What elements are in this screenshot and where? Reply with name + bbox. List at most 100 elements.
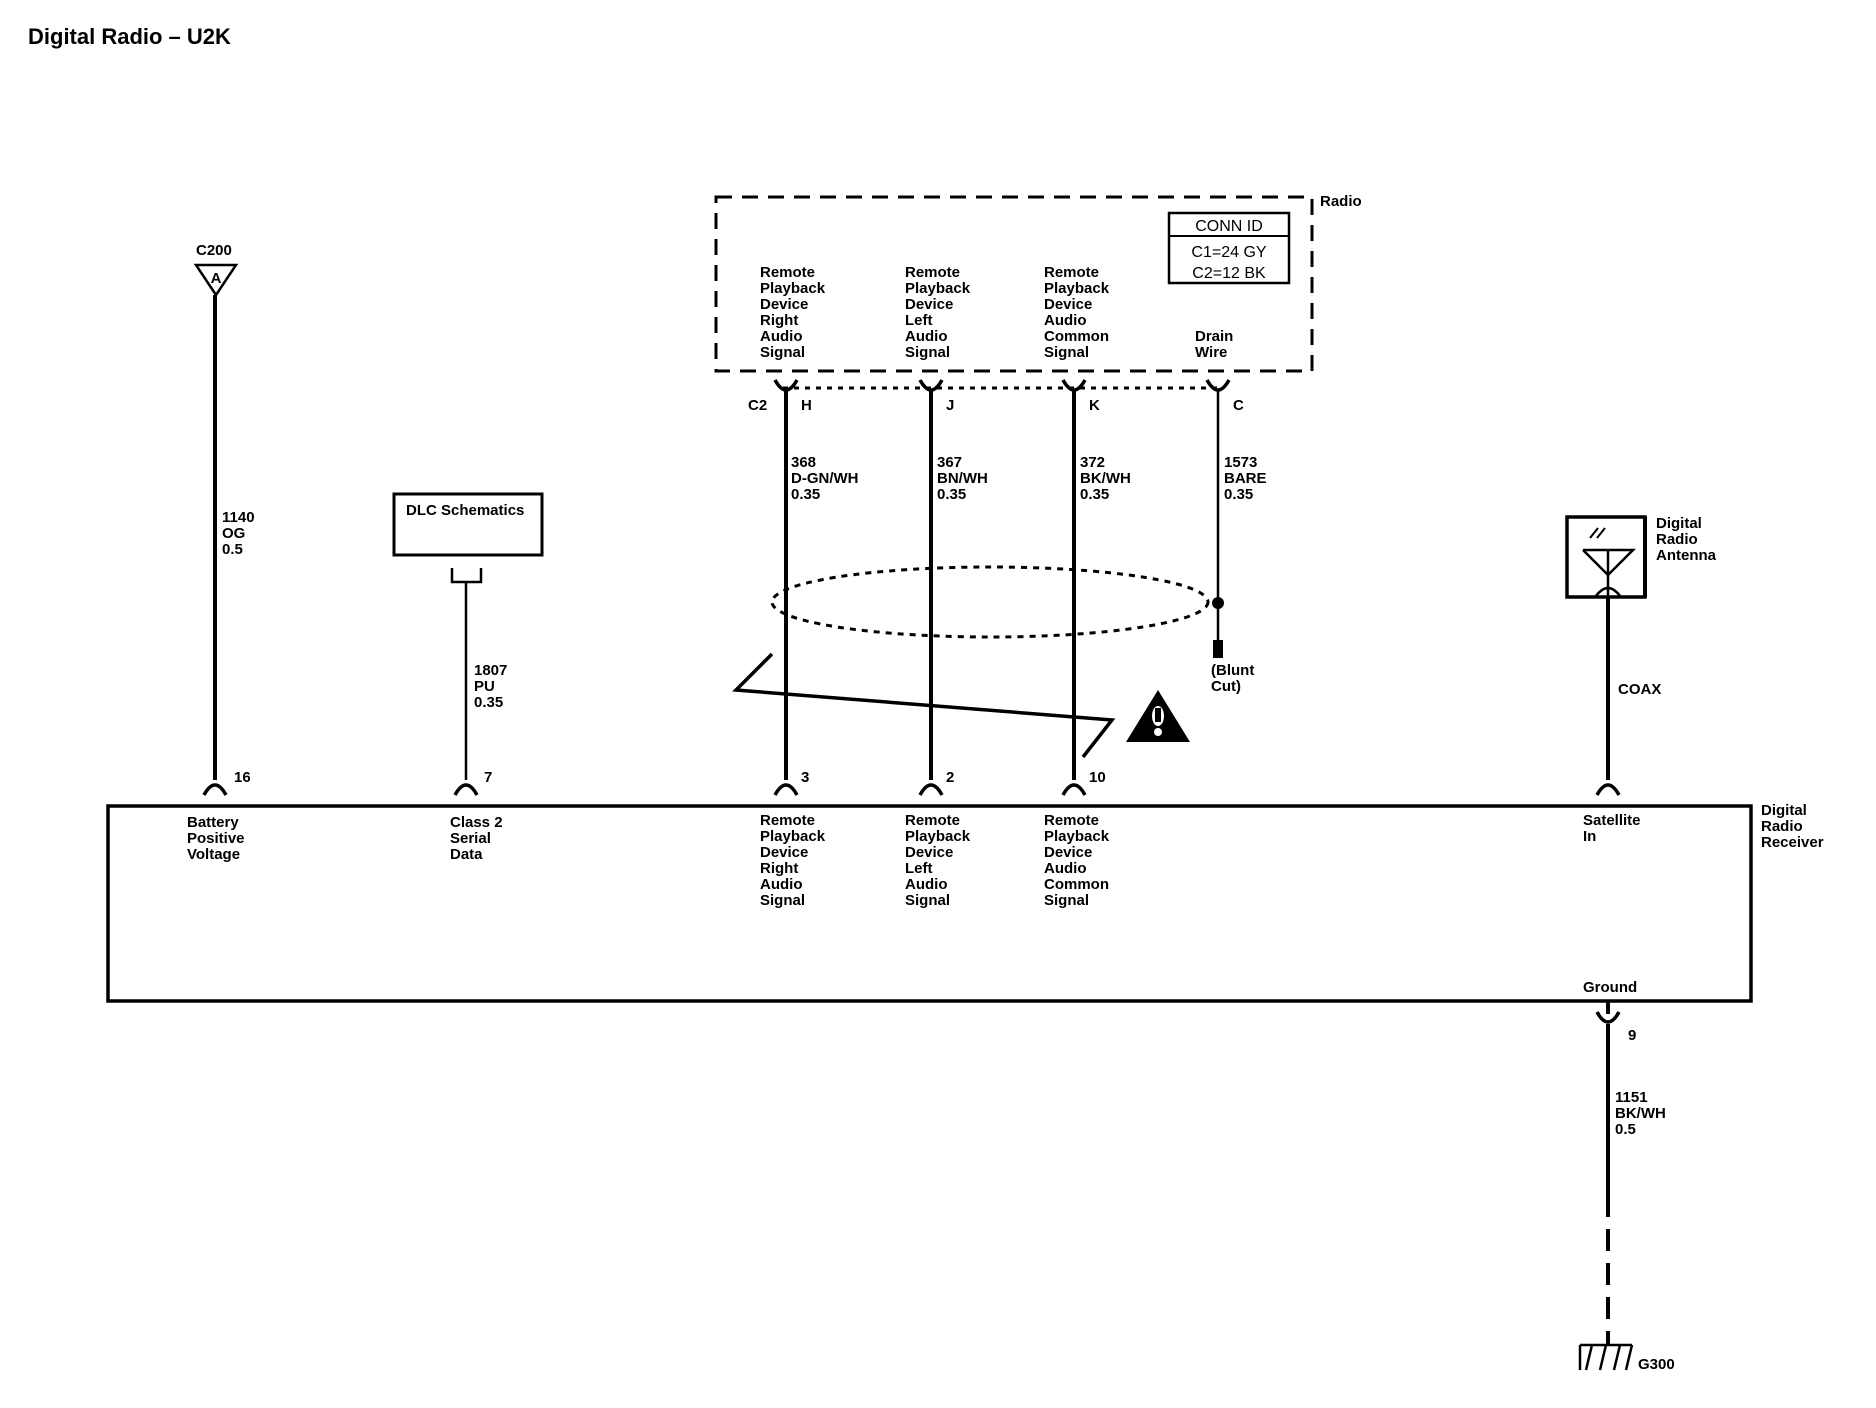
radio-signal-label-right: Remote Playback Device Right Audio Signa…: [760, 264, 826, 361]
c200-label: C200: [196, 242, 232, 259]
wire-label-1573: 1573 BARE 0.35: [1224, 454, 1267, 503]
pin-7: 7: [484, 769, 492, 786]
pin-j: J: [946, 397, 954, 414]
svg-text:Remote: Remote: [905, 812, 960, 829]
receiver-label-common-audio: Remote Playback Device Audio Common Sign…: [1044, 812, 1110, 909]
blunt-cut-end: [1213, 640, 1223, 658]
svg-text:Device: Device: [760, 296, 808, 313]
c200-connector: C200 A: [193, 242, 239, 298]
svg-text:Drain: Drain: [1195, 328, 1233, 345]
radio-component: Radio CONN ID C1=24 GY C2=12 BK Remote P…: [714, 193, 1362, 373]
wire-label-367: 367 BN/WH 0.35: [937, 454, 988, 503]
radio-signal-label-left: Remote Playback Device Left Audio Signal: [905, 264, 971, 361]
svg-text:Data: Data: [450, 846, 483, 863]
svg-text:Wire: Wire: [1195, 344, 1227, 361]
svg-text:(Blunt: (Blunt: [1211, 662, 1254, 679]
svg-text:Signal: Signal: [760, 892, 805, 909]
svg-text:PU: PU: [474, 678, 495, 695]
svg-text:0.35: 0.35: [791, 486, 820, 503]
svg-text:BK/WH: BK/WH: [1080, 470, 1131, 487]
svg-text:Common: Common: [1044, 876, 1109, 893]
svg-text:Playback: Playback: [760, 280, 826, 297]
svg-text:Receiver: Receiver: [1761, 834, 1824, 851]
digital-radio-receiver: [106, 804, 1753, 1003]
svg-text:Left: Left: [905, 860, 933, 877]
ground-g300-icon: [1578, 1343, 1634, 1371]
svg-text:Audio: Audio: [760, 876, 803, 893]
receiver-input-pins: [202, 783, 1621, 796]
svg-text:Playback: Playback: [760, 828, 826, 845]
svg-text:Signal: Signal: [905, 892, 950, 909]
conn-id-c2: C2=12 BK: [1192, 265, 1266, 282]
svg-text:Playback: Playback: [905, 280, 971, 297]
svg-text:Playback: Playback: [1044, 280, 1110, 297]
caution-icon: [1126, 690, 1190, 742]
svg-text:BARE: BARE: [1224, 470, 1267, 487]
conn-id-header: CONN ID: [1195, 218, 1263, 235]
radio-name: Radio: [1320, 193, 1362, 210]
svg-text:Audio: Audio: [1044, 860, 1087, 877]
svg-text:1807: 1807: [474, 662, 507, 679]
signal-waves-icon: [1589, 527, 1606, 539]
receiver-label-satellite-in: Satellite In: [1583, 812, 1641, 845]
radio-signal-label-drain: Drain Wire: [1195, 328, 1233, 361]
svg-text:Device: Device: [1044, 296, 1092, 313]
svg-text:Playback: Playback: [905, 828, 971, 845]
svg-text:Signal: Signal: [1044, 892, 1089, 909]
svg-text:D-GN/WH: D-GN/WH: [791, 470, 859, 487]
svg-text:Signal: Signal: [905, 344, 950, 361]
wire-label-372: 372 BK/WH 0.35: [1080, 454, 1131, 503]
svg-text:0.35: 0.35: [474, 694, 503, 711]
svg-text:Positive: Positive: [187, 830, 245, 847]
antenna-label-3: Antenna: [1656, 547, 1717, 564]
pin-c: C: [1233, 397, 1244, 414]
svg-text:Remote: Remote: [760, 264, 815, 281]
svg-text:BK/WH: BK/WH: [1615, 1105, 1666, 1122]
svg-text:Signal: Signal: [1044, 344, 1089, 361]
svg-text:OG: OG: [222, 525, 245, 542]
receiver-label-ground: Ground: [1583, 979, 1637, 996]
pin-2: 2: [946, 769, 954, 786]
svg-text:372: 372: [1080, 454, 1105, 471]
conn-id-c1: C1=24 GY: [1191, 244, 1266, 261]
shield-ellipse: [770, 565, 1210, 639]
svg-text:1151: 1151: [1615, 1089, 1648, 1106]
svg-text:Playback: Playback: [1044, 828, 1110, 845]
svg-text:Digital: Digital: [1761, 802, 1807, 819]
svg-text:Audio: Audio: [1044, 312, 1087, 329]
svg-text:Radio: Radio: [1761, 818, 1803, 835]
ground-g300-label: G300: [1638, 1356, 1675, 1373]
svg-text:Serial: Serial: [450, 830, 491, 847]
svg-text:Signal: Signal: [760, 344, 805, 361]
wire-label-1807: 1807 PU 0.35: [474, 662, 507, 711]
svg-text:Class 2: Class 2: [450, 814, 503, 831]
svg-text:0.35: 0.35: [1224, 486, 1253, 503]
pin-h: H: [801, 397, 812, 414]
svg-text:Right: Right: [760, 860, 798, 877]
pin-16: 16: [234, 769, 251, 786]
conn-id-table: CONN ID C1=24 GY C2=12 BK: [1167, 211, 1291, 285]
svg-text:1140: 1140: [222, 509, 255, 526]
pin-10: 10: [1089, 769, 1106, 786]
svg-text:0.5: 0.5: [1615, 1121, 1636, 1138]
wire-label-1151: 1151 BK/WH 0.5: [1615, 1089, 1666, 1138]
connector-c2-label: C2: [748, 397, 767, 414]
ground-pin-cup: [1595, 1011, 1621, 1024]
svg-text:0.35: 0.35: [1080, 486, 1109, 503]
receiver-label-left-audio: Remote Playback Device Left Audio Signal: [905, 812, 971, 909]
radio-signal-label-common: Remote Playback Device Audio Common Sign…: [1044, 264, 1110, 361]
c200-pin: A: [211, 270, 222, 287]
receiver-name: Digital Radio Receiver: [1761, 802, 1824, 851]
shield-junction: [1212, 597, 1224, 609]
page-title: Digital Radio – U2K: [28, 24, 231, 49]
svg-text:Audio: Audio: [905, 328, 948, 345]
pin-9: 9: [1628, 1027, 1636, 1044]
svg-text:Device: Device: [905, 844, 953, 861]
antenna-component: Digital Radio Antenna: [1565, 515, 1717, 599]
svg-text:Satellite: Satellite: [1583, 812, 1641, 829]
svg-text:Voltage: Voltage: [187, 846, 240, 863]
svg-text:0.35: 0.35: [937, 486, 966, 503]
wire-label-368: 368 D-GN/WH 0.35: [791, 454, 859, 503]
receiver-label-battery: Battery Positive Voltage: [187, 814, 245, 863]
